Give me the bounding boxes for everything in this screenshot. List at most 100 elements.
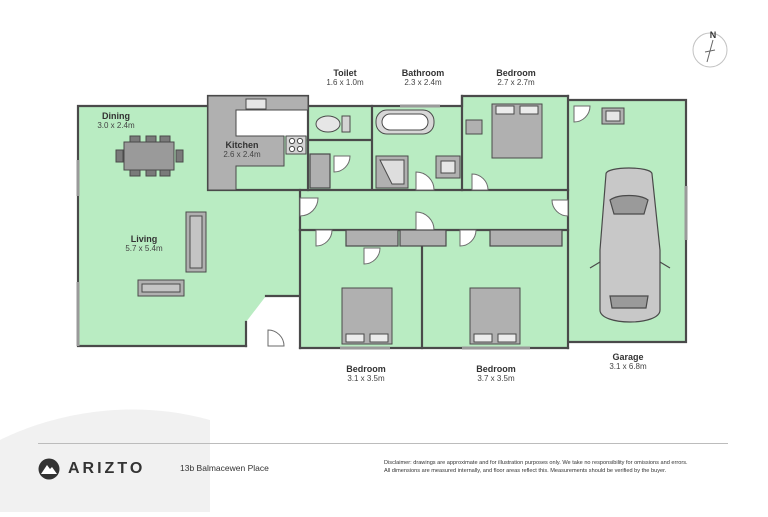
property-address: 13b Balmacewen Place	[180, 463, 269, 473]
beds	[341, 103, 543, 345]
car-windscreen	[609, 194, 649, 215]
room-name: Kitchen	[225, 140, 259, 150]
dining-chair	[145, 169, 157, 177]
dining-chair	[129, 169, 141, 177]
bathtub-inner	[381, 113, 429, 131]
room-label-bedroom-left: Bedroom 3.1 x 3.5m	[336, 364, 396, 384]
dining-chair	[175, 149, 184, 163]
kitchen-bench	[207, 95, 309, 191]
bed-left-pillow	[345, 333, 365, 343]
room-label-kitchen: Kitchen 2.6 x 2.4m	[214, 140, 270, 160]
dining-chair	[129, 135, 141, 143]
doors	[267, 105, 591, 347]
brand-logo: ARIZTO	[38, 458, 145, 480]
disclaimer-line: Disclaimer: drawings are approximate and…	[384, 460, 688, 466]
car-rear-window	[609, 295, 649, 309]
door-bedroom-right	[459, 229, 477, 247]
room-name: Living	[130, 234, 158, 244]
door-garage	[573, 105, 591, 123]
kitchen-sink	[245, 98, 267, 110]
room-dimensions: 2.6 x 2.4m	[223, 150, 261, 160]
car-mirrors	[589, 261, 671, 269]
disclaimer: Disclaimer: drawings are approximate and…	[384, 460, 744, 476]
car	[589, 167, 671, 323]
dining-chair	[159, 169, 171, 177]
room-dimensions: 2.3 x 2.4m	[404, 78, 442, 88]
room-name: Bedroom	[476, 364, 516, 374]
room-label-garage: Garage 3.1 x 6.8m	[598, 352, 658, 372]
toilet-bowl	[315, 115, 341, 133]
bed-right-pillow	[473, 333, 493, 343]
bed-left-pillow	[369, 333, 389, 343]
door-entry	[267, 329, 285, 347]
sofa-bottom-seat	[141, 283, 181, 293]
compass-label: N	[710, 30, 717, 40]
room-dimensions: 2.7 x 2.7m	[497, 78, 535, 88]
door-hall-left	[299, 197, 319, 217]
room-name: Bedroom	[346, 364, 386, 374]
footer-divider	[38, 443, 728, 444]
garage-tub-inner	[605, 110, 621, 122]
room-label-bedroom-top: Bedroom 2.7 x 2.7m	[486, 68, 546, 88]
room-dimensions: 3.0 x 2.4m	[97, 121, 135, 131]
sofas	[137, 211, 207, 297]
wardrobe-right	[489, 229, 563, 247]
room-label-dining: Dining 3.0 x 2.4m	[88, 111, 144, 131]
cooktop-ring	[288, 145, 296, 153]
door-toilet	[333, 155, 351, 173]
wardrobes	[309, 153, 563, 247]
brand-name: ARIZTO	[68, 460, 146, 477]
room-name: Toilet	[333, 68, 357, 78]
dining-table	[123, 141, 175, 171]
compass-tick	[704, 49, 716, 53]
wall-bath-bed	[460, 94, 570, 192]
kitchen-fixtures	[207, 95, 309, 191]
wardrobe-left	[345, 229, 399, 247]
room-dimensions: 3.1 x 6.8m	[609, 362, 647, 372]
room-name: Dining	[102, 111, 130, 121]
bed-right-pillow	[497, 333, 517, 343]
background-arc	[0, 409, 210, 512]
basin-bedroom-top	[465, 119, 483, 135]
room-name: Bedroom	[496, 68, 536, 78]
mountain-logo-icon	[38, 458, 60, 480]
bed-top-pillow	[495, 105, 515, 115]
wall-toilet-bath	[306, 104, 464, 192]
door-hall-right	[551, 199, 569, 217]
bath-fixtures	[315, 107, 625, 189]
room-dimensions: 3.7 x 3.5m	[477, 374, 515, 384]
cooktop-ring	[296, 145, 304, 153]
dining-chair	[115, 149, 124, 163]
windows	[76, 104, 688, 350]
cooktop	[285, 135, 307, 155]
room-name: Bathroom	[401, 68, 445, 78]
compass: N	[692, 30, 728, 68]
door-bedroom-left	[315, 229, 333, 247]
room-label-living: Living 5.7 x 5.4m	[116, 234, 172, 254]
dining-chair	[159, 135, 171, 143]
disclaimer-line: All dimensions are measured internally, …	[384, 467, 667, 474]
cooktop-ring	[288, 137, 296, 145]
dining-chair	[145, 135, 157, 143]
room-dimensions: 1.6 x 1.0m	[326, 78, 364, 88]
room-name: Garage	[612, 352, 644, 362]
door-bed-left-inner	[363, 247, 381, 265]
room-label-toilet: Toilet 1.6 x 1.0m	[318, 68, 372, 88]
bath-basin	[440, 160, 456, 174]
room-dimensions: 5.7 x 5.4m	[125, 244, 163, 254]
door-bedroom-top	[471, 173, 489, 191]
sofa-right-seat	[189, 215, 203, 269]
door-bath	[415, 171, 435, 191]
wardrobe-centre	[399, 229, 447, 247]
toilet-cistern	[341, 115, 351, 133]
bed-top-pillow	[519, 105, 539, 115]
room-dimensions: 3.1 x 3.5m	[347, 374, 385, 384]
cooktop-ring	[296, 137, 304, 145]
floor-hallway	[300, 190, 568, 230]
dining-set	[115, 135, 184, 177]
shower-tray	[379, 159, 405, 185]
hall-cupboard	[309, 153, 331, 189]
room-label-bathroom: Bathroom 2.3 x 2.4m	[392, 68, 454, 88]
